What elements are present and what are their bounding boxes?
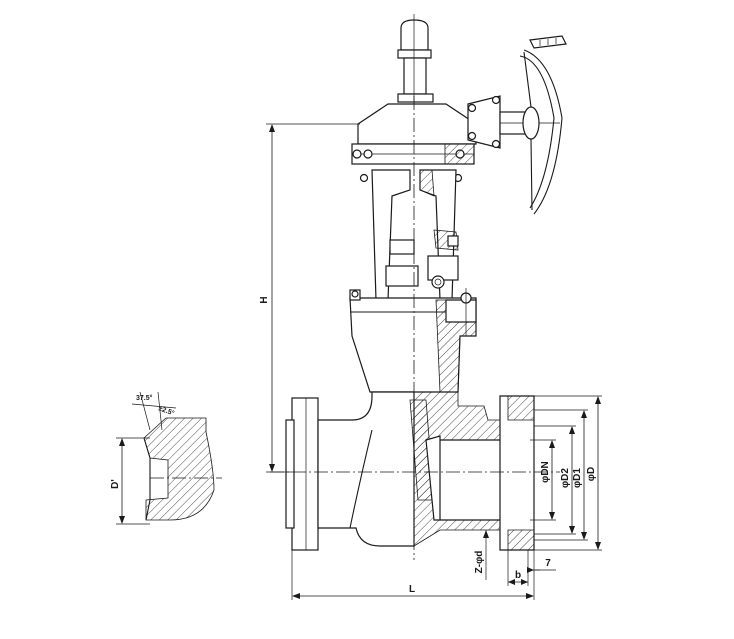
label-d-prime: D' <box>110 479 121 489</box>
handwheel[interactable] <box>519 35 567 215</box>
valve-body <box>270 391 560 551</box>
label-dn: φDN <box>540 461 551 483</box>
dim-diameters: φDN φD2 φD1 φD <box>530 395 602 551</box>
yoke <box>371 169 459 301</box>
side-gear-housing <box>467 95 560 149</box>
weld-end-detail: D' 37.5° ±2.5° <box>110 391 222 525</box>
bonnet <box>349 288 477 393</box>
label-7: 7 <box>545 558 551 569</box>
dim-h: H <box>259 123 360 473</box>
label-d2: φD2 <box>560 468 571 488</box>
label-b: b <box>515 570 521 581</box>
label-d1: φD1 <box>572 468 583 488</box>
label-l: L <box>409 584 415 595</box>
dim-bolt-flange: Z-φd b 7 <box>474 530 556 586</box>
label-bevel-tolerance: ±2.5° <box>157 404 175 417</box>
label-h: H <box>259 296 270 303</box>
label-z-d: Z-φd <box>474 551 485 574</box>
label-bevel-angle: 37.5° <box>136 394 153 402</box>
gearbox <box>351 103 477 183</box>
label-d: φD <box>586 467 597 481</box>
dim-l: L <box>291 550 535 600</box>
top-cap <box>397 14 434 110</box>
